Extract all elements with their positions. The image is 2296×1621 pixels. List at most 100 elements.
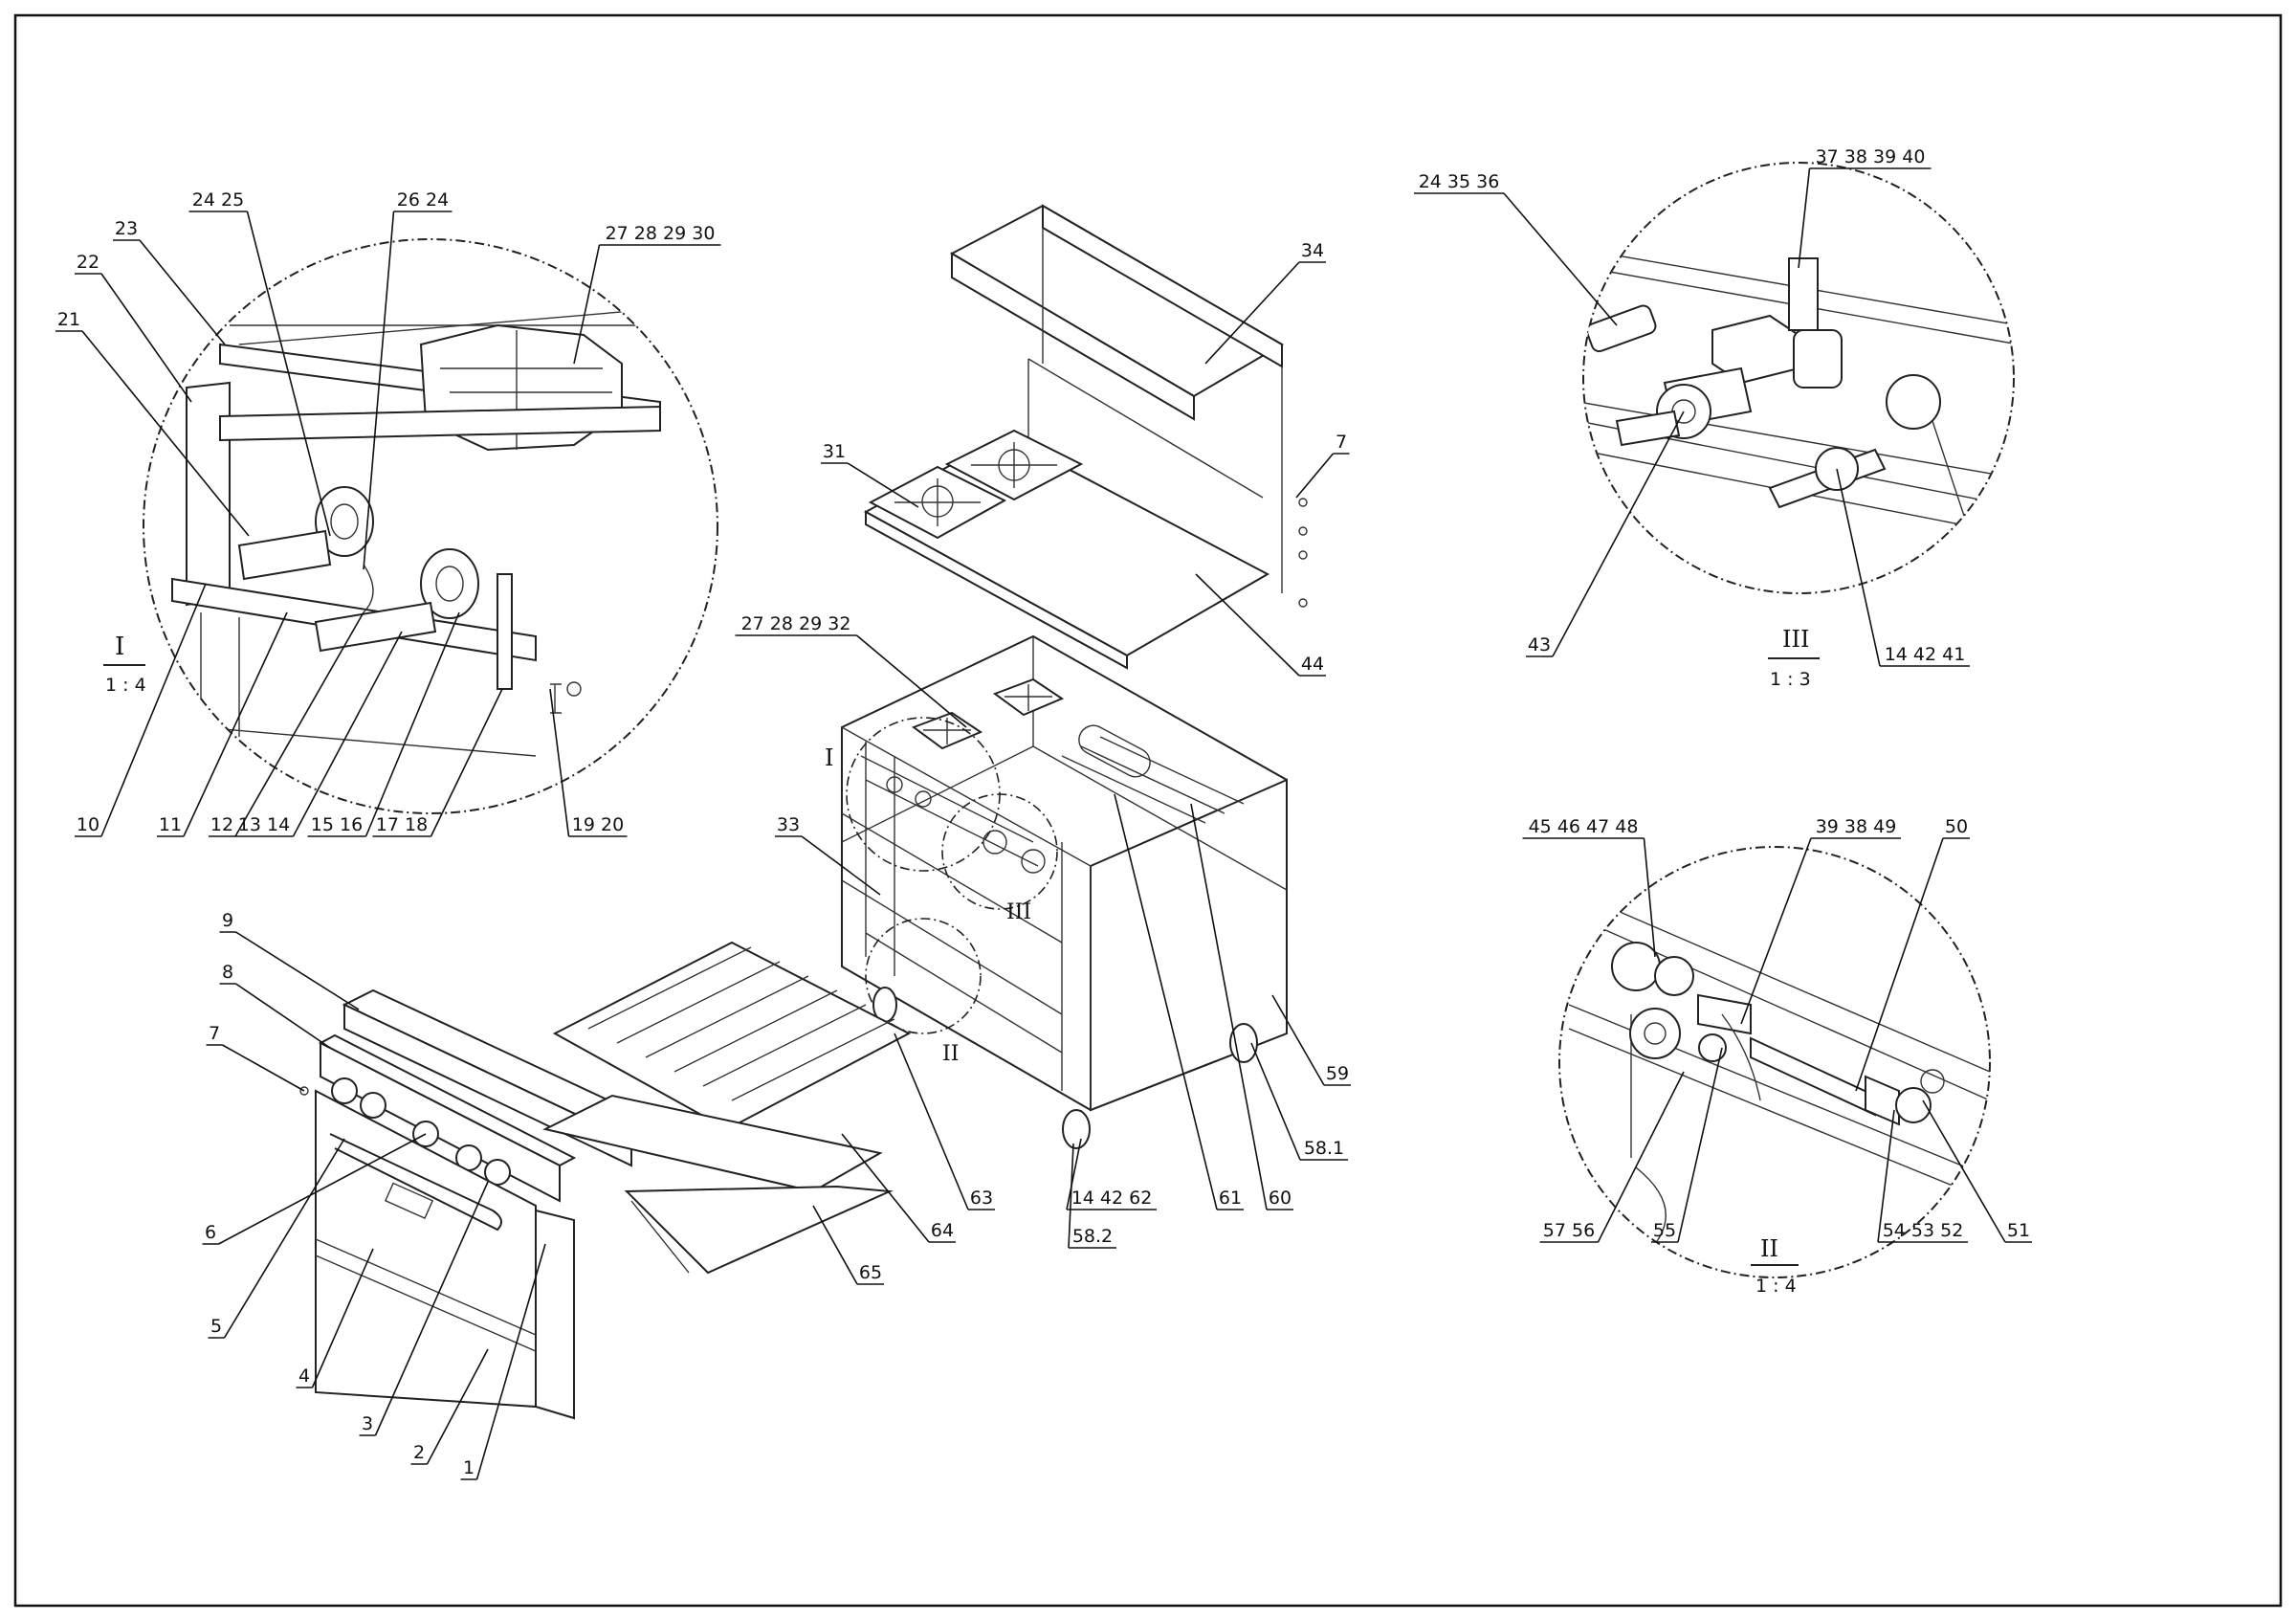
callout-leader <box>1877 1109 1895 1243</box>
callout-label: 51 <box>2007 1220 2030 1241</box>
callout-leader <box>1250 1042 1301 1161</box>
callout-leader <box>364 611 460 837</box>
detail-mark-I: I <box>825 744 833 771</box>
callout-33: 1 <box>460 1243 546 1480</box>
callout-label: 65 <box>859 1262 882 1283</box>
detail-I-scale: 1 : 4 <box>105 675 146 696</box>
callout-24: 58.2 <box>1068 1143 1116 1249</box>
callout-leader <box>246 211 331 537</box>
callout-label: 55 <box>1653 1220 1676 1241</box>
callout-label: 57 56 <box>1543 1220 1595 1241</box>
callout-31: 3 <box>359 1181 489 1436</box>
callout-label: 14 42 62 <box>1071 1188 1153 1209</box>
callout-27: 7 <box>206 1023 305 1092</box>
callout-label: 13 14 <box>238 814 290 835</box>
callout-21: 60 <box>1190 803 1293 1210</box>
callout-12: 19 20 <box>549 688 628 837</box>
callout-label: 22 <box>77 252 99 273</box>
callout-47: 51 <box>1922 1099 2032 1243</box>
drawing-frame <box>13 13 2283 1608</box>
callout-9: 13 14 <box>234 631 403 837</box>
callout-leader <box>1066 1138 1082 1210</box>
callout-label: 24 25 <box>192 189 244 211</box>
callout-leader <box>812 1205 858 1285</box>
callout-leader <box>292 631 403 837</box>
callout-leader <box>1643 837 1656 958</box>
callout-18: 33 <box>775 814 881 896</box>
callout-label: 37 38 39 40 <box>1816 146 1926 167</box>
callout-label: 7 <box>1336 432 1347 453</box>
callout-leader <box>139 239 226 345</box>
caster-rear <box>1229 1023 1258 1063</box>
callout-leader <box>1295 453 1335 499</box>
callout-leader <box>841 1133 930 1243</box>
detail-mark-II: II <box>942 1042 959 1066</box>
detail-II-scale: 1 : 4 <box>1755 1276 1797 1297</box>
oven-door-assembly <box>299 941 912 1420</box>
callout-label: 64 <box>931 1220 954 1241</box>
detail-III-label: III <box>1782 626 1809 653</box>
callout-leader <box>1204 261 1300 365</box>
detail-view-II: II 1 : 4 <box>1558 846 1991 1297</box>
callout-leader <box>801 835 881 896</box>
callout-label: 50 <box>1945 816 1968 837</box>
callout-label: 39 38 49 <box>1816 816 1897 837</box>
detail-III-scale: 1 : 3 <box>1770 669 1811 690</box>
callout-29: 5 <box>208 1138 345 1339</box>
callout-38: 37 38 39 40 <box>1798 146 1932 269</box>
callout-label: 17 18 <box>376 814 428 835</box>
callout-3: 22 <box>75 252 192 403</box>
callout-label: 3 <box>362 1413 373 1434</box>
callout-leader <box>573 244 601 365</box>
callout-leader <box>1503 192 1618 326</box>
callout-leader <box>894 1033 969 1210</box>
callout-22: 61 <box>1114 793 1244 1210</box>
callout-label: 33 <box>777 814 800 835</box>
callout-label: 60 <box>1269 1188 1292 1209</box>
callout-leader <box>1114 793 1218 1210</box>
callout-leader <box>1855 837 1944 1092</box>
callout-10: 15 16 <box>307 611 460 837</box>
callout-2: 23 <box>113 218 226 345</box>
callout-leader <box>100 273 192 403</box>
callout-16: 44 <box>1195 573 1326 677</box>
callout-32: 2 <box>410 1348 489 1465</box>
callout-leader <box>1190 803 1268 1210</box>
callout-45: 55 <box>1651 1047 1723 1243</box>
callout-label: 26 24 <box>397 189 449 211</box>
callout-7: 11 <box>157 611 288 837</box>
callout-26: 8 <box>219 962 331 1049</box>
callout-label: 27 28 29 32 <box>741 613 851 634</box>
callout-leader <box>1677 1047 1723 1243</box>
callout-36: 65 <box>812 1205 884 1285</box>
callout-label: 58.2 <box>1072 1226 1113 1247</box>
callout-label: 5 <box>210 1316 222 1337</box>
callout-28: 6 <box>202 1133 427 1245</box>
callout-leader <box>234 611 364 837</box>
callout-label: 44 <box>1301 654 1324 675</box>
detail-I-label: I <box>115 633 124 661</box>
callout-label: 7 <box>209 1023 220 1044</box>
callout-label: 2 <box>413 1442 425 1463</box>
callout-1: 26 24 <box>363 189 453 570</box>
callout-label: 45 46 47 48 <box>1529 816 1639 837</box>
detail-II-label: II <box>1760 1235 1778 1262</box>
callout-label: 9 <box>222 910 233 931</box>
range-cabinet-assembly: I III II <box>825 204 1308 1149</box>
callout-25: 9 <box>219 910 360 1010</box>
callout-leader <box>426 1348 489 1465</box>
callout-leader <box>847 462 919 508</box>
callout-46: 54 53 52 <box>1877 1109 1968 1243</box>
callout-leader <box>1195 573 1300 677</box>
caster-front <box>1062 1109 1091 1149</box>
callout-leader <box>222 1044 305 1092</box>
callout-leader <box>81 330 250 537</box>
callout-leader <box>311 1248 374 1388</box>
callout-leader <box>235 983 331 1049</box>
callout-leader <box>100 583 207 837</box>
callout-label: 31 <box>823 441 846 462</box>
callout-label: 54 53 52 <box>1883 1220 1964 1241</box>
callout-44: 57 56 <box>1539 1071 1685 1243</box>
